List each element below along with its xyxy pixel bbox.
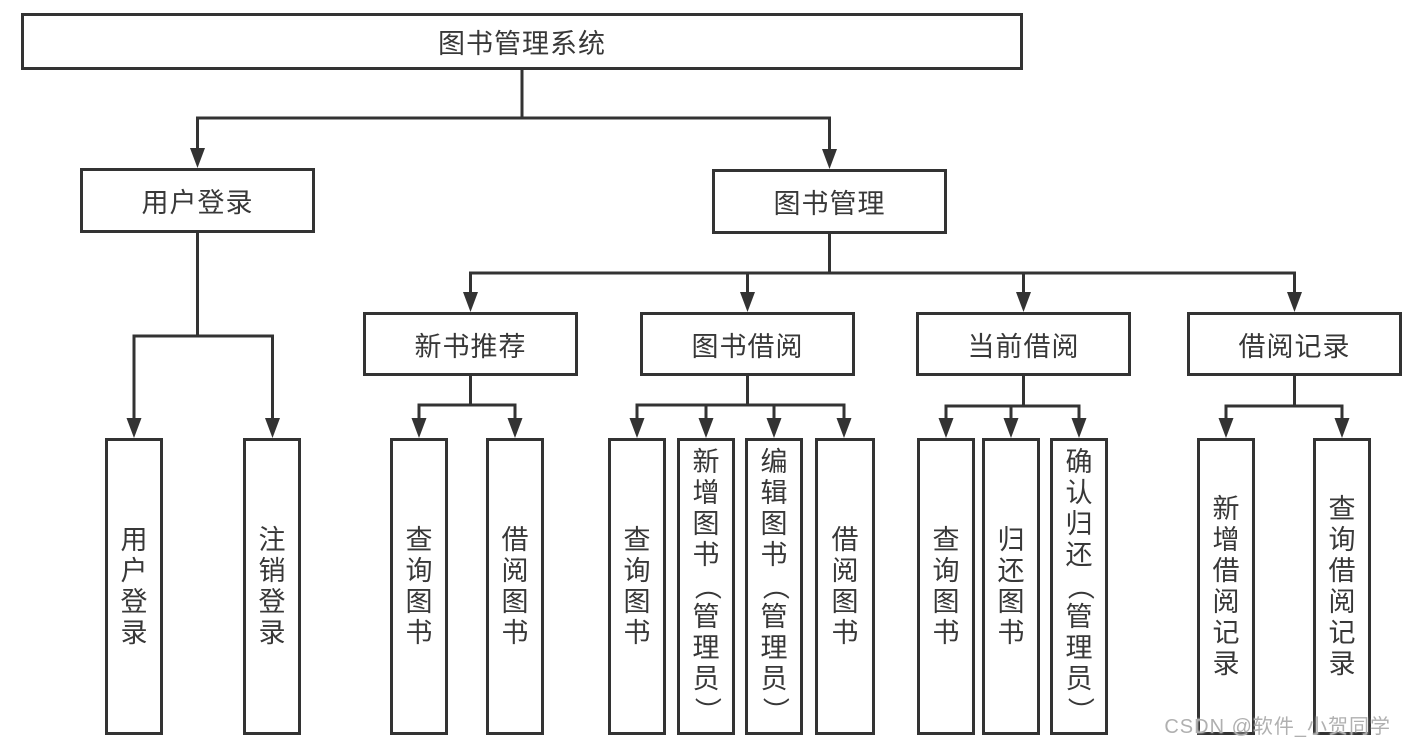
- node-current-borrow: 当前借阅: [916, 312, 1131, 376]
- leaf-query-borrow-record: 查询借阅记录: [1313, 438, 1371, 735]
- node-new-book-recommend: 新书推荐: [363, 312, 578, 376]
- leaf-edit-book-admin: 编辑图书（管理员）: [745, 438, 803, 735]
- leaf-borrow-book: 借阅图书: [815, 438, 875, 735]
- node-label: 新增借阅记录: [1212, 493, 1240, 679]
- node-label: 查询图书: [623, 524, 651, 648]
- leaf-add-borrow-record: 新增借阅记录: [1197, 438, 1255, 735]
- connector-paths: [132, 69, 1344, 422]
- node-label: 借阅图书: [831, 524, 859, 648]
- node-label: 图书管理系统: [438, 29, 606, 59]
- node-user-login: 用户登录: [80, 168, 315, 233]
- leaf-borrow-book-recommend: 借阅图书: [486, 438, 544, 735]
- node-label: 用户登录: [141, 188, 254, 218]
- node-label: 当前借阅: [967, 331, 1080, 362]
- leaf-user-login: 用户登录: [105, 438, 163, 735]
- node-label: 借阅图书: [501, 524, 529, 648]
- node-label: 编辑图书（管理员）: [759, 447, 790, 724]
- node-label: 用户登录: [120, 524, 148, 648]
- node-book-borrow: 图书借阅: [640, 312, 855, 376]
- leaf-query-book-current: 查询图书: [917, 438, 975, 735]
- node-library-system: 图书管理系统: [21, 13, 1023, 70]
- node-label: 新书推荐: [414, 331, 527, 362]
- node-label: 借阅记录: [1238, 331, 1351, 362]
- leaf-logout-login: 注销登录: [243, 438, 301, 735]
- node-label: 查询借阅记录: [1328, 493, 1356, 679]
- node-label: 确认归还（管理员）: [1064, 447, 1095, 724]
- node-label: 图书借阅: [691, 331, 804, 362]
- node-label: 查询图书: [405, 524, 433, 648]
- leaf-add-book-admin: 新增图书（管理员）: [677, 438, 735, 735]
- leaf-query-book-borrow: 查询图书: [608, 438, 666, 735]
- leaf-query-book-recommend: 查询图书: [390, 438, 448, 735]
- node-label: 新增图书（管理员）: [691, 447, 722, 724]
- node-label: 查询图书: [932, 524, 960, 648]
- node-borrow-records: 借阅记录: [1187, 312, 1402, 376]
- node-book-management: 图书管理: [712, 169, 947, 234]
- watermark-csdn: CSDN @软件_小贺同学: [1164, 716, 1391, 738]
- leaf-confirm-return-admin: 确认归还（管理员）: [1050, 438, 1108, 735]
- leaf-return-book: 归还图书: [982, 438, 1040, 735]
- node-label: 图书管理: [773, 189, 886, 219]
- node-label: 注销登录: [258, 524, 286, 648]
- node-label: 归还图书: [997, 524, 1025, 648]
